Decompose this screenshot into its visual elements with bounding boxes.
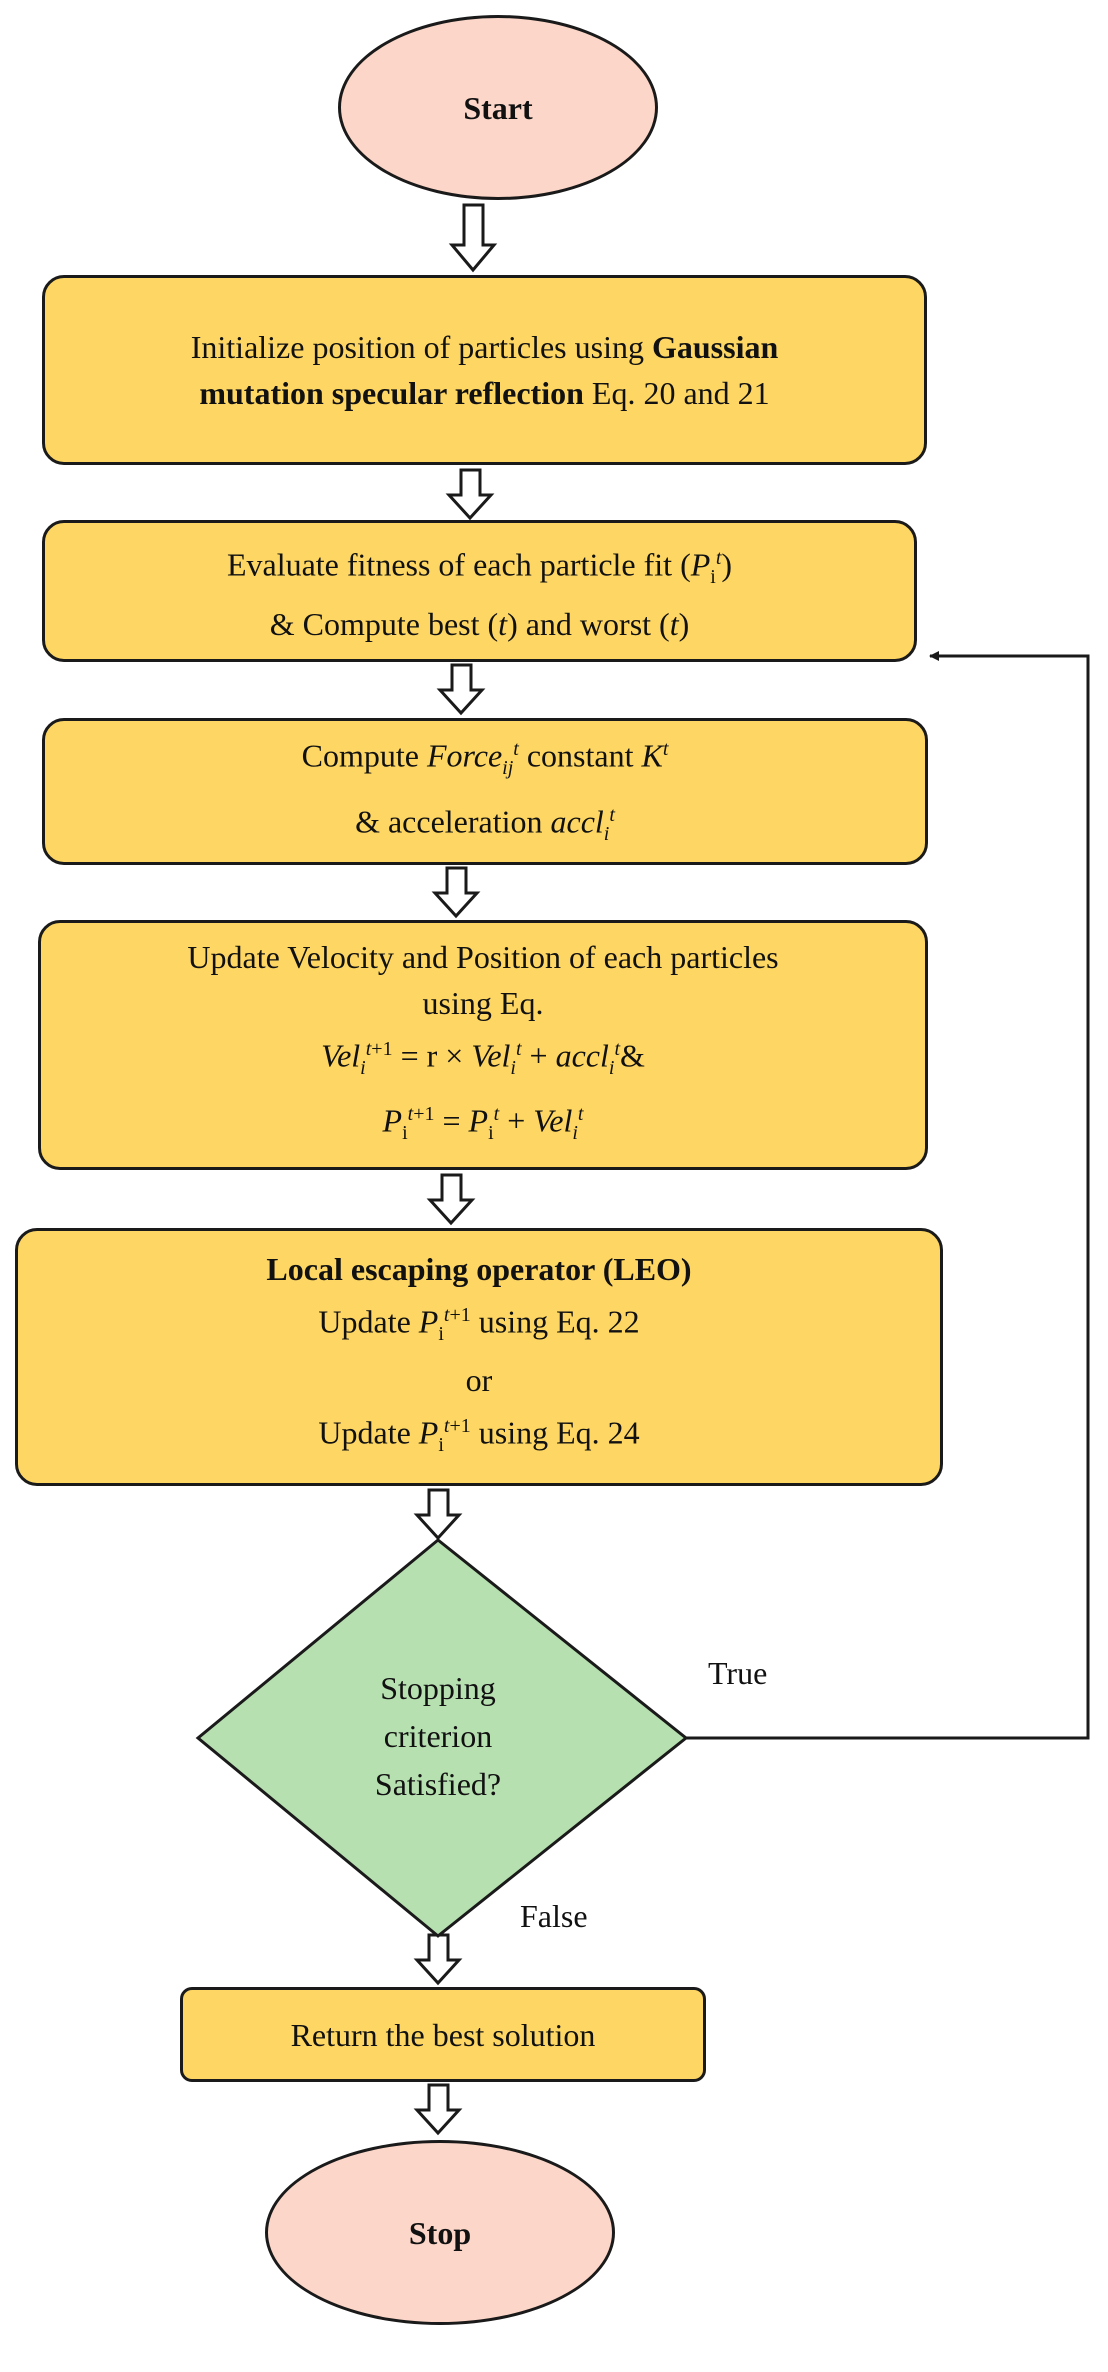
leo-line-2: Update Pit+1 using Eq. 24 bbox=[318, 1414, 640, 1457]
decision-line-3: Satisfied? bbox=[374, 1766, 502, 1802]
true-edge-label: True bbox=[708, 1655, 768, 1691]
initialize-bold-1: Gaussian bbox=[651, 329, 779, 365]
arrow-return-to-stop bbox=[413, 2083, 463, 2136]
start-label: Start bbox=[463, 89, 533, 126]
decision-line-1: Stopping bbox=[380, 1670, 496, 1706]
compute-line-1: Compute Forceijt constant Kt bbox=[301, 738, 669, 780]
initialize-node: Initialize position of particles using G… bbox=[42, 275, 927, 465]
arrow-update-to-leo bbox=[426, 1173, 476, 1226]
initialize-bold-2: mutation specular reflection bbox=[199, 375, 584, 411]
update-node: Update Velocity and Position of each par… bbox=[38, 920, 928, 1170]
decision-label: Stopping criterion Satisfied? bbox=[318, 1664, 558, 1808]
arrow-evaluate-to-compute bbox=[436, 663, 486, 716]
arrow-init-to-evaluate bbox=[445, 468, 495, 521]
initialize-line-2: mutation specular reflection Eq. 20 and … bbox=[199, 375, 770, 411]
leo-or: or bbox=[465, 1362, 493, 1398]
arrow-compute-to-update bbox=[431, 866, 481, 919]
return-label: Return the best solution bbox=[290, 2016, 596, 2053]
update-velocity-equation: Velit+1 = r × Velit + acclit& bbox=[321, 1037, 645, 1079]
decision-line-2: criterion bbox=[383, 1718, 493, 1754]
start-node: Start bbox=[338, 15, 658, 200]
compute-line-2: & acceleration acclit bbox=[355, 803, 615, 845]
arrow-start-to-init bbox=[448, 203, 498, 273]
update-line-1: Update Velocity and Position of each par… bbox=[187, 938, 779, 975]
update-position-equation: Pit+1 = Pit + Velit bbox=[382, 1102, 584, 1145]
leo-title: Local escaping operator (LEO) bbox=[266, 1250, 692, 1287]
evaluate-line-1: Evaluate fitness of each particle fit (P… bbox=[226, 547, 733, 589]
arrow-decision-to-return bbox=[413, 1933, 463, 1986]
evaluate-node: Evaluate fitness of each particle fit (P… bbox=[42, 520, 917, 662]
false-edge-label: False bbox=[520, 1898, 588, 1934]
return-node: Return the best solution bbox=[180, 1987, 706, 2082]
true-loop-line bbox=[686, 651, 1090, 1740]
leo-node: Local escaping operator (LEO) Update Pit… bbox=[15, 1228, 943, 1486]
decision-diamond bbox=[195, 1538, 689, 1938]
arrow-leo-to-decision bbox=[413, 1488, 463, 1541]
initialize-line-1: Initialize position of particles using G… bbox=[190, 329, 779, 365]
evaluate-line-2: & Compute best (t) and worst (t) bbox=[269, 605, 690, 642]
compute-node: Compute Forceijt constant Kt & accelerat… bbox=[42, 718, 928, 865]
stop-label: Stop bbox=[408, 2214, 472, 2251]
stop-node: Stop bbox=[265, 2140, 615, 2325]
leo-line-1: Update Pit+1 using Eq. 22 bbox=[318, 1303, 640, 1345]
update-line-2: using Eq. bbox=[422, 984, 544, 1021]
